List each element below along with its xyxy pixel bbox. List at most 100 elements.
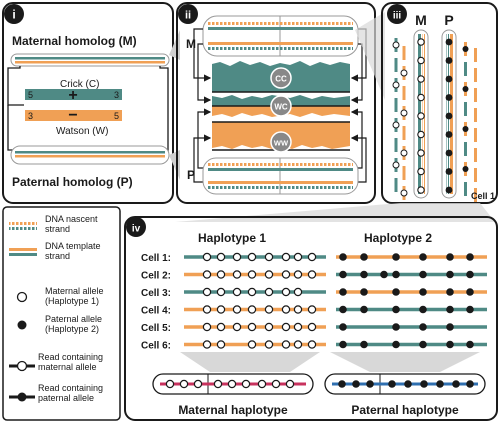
iv-paternal-allele xyxy=(360,253,368,261)
iv-paternal-allele xyxy=(446,270,454,279)
iv-paternal-allele xyxy=(466,270,474,279)
panel-i-badge xyxy=(4,4,24,24)
iii-maternal-allele xyxy=(417,149,425,157)
iii-read-right xyxy=(464,182,467,196)
iv-paternal-allele xyxy=(392,323,400,331)
watson-label: Watson (W) xyxy=(56,126,108,137)
iii-read-right-b xyxy=(474,168,477,182)
iv-paternal-allele xyxy=(392,340,400,349)
iii-paternal-allele xyxy=(445,112,453,120)
paternal-haplotype-allele xyxy=(420,380,428,388)
ii-chromosome-bottom xyxy=(202,157,359,195)
maternal-haplotype-allele xyxy=(227,379,237,389)
iii-read-left xyxy=(394,98,398,112)
legend-maternal-icon xyxy=(16,291,28,303)
iv-maternal-allele xyxy=(216,322,226,332)
iv-paternal-allele xyxy=(419,253,427,261)
bracket-right xyxy=(159,66,169,156)
iv-maternal-allele xyxy=(281,252,291,262)
ii-chromosome-top xyxy=(202,15,359,57)
paternal-haplotype-label: Paternal haplotype xyxy=(351,403,459,417)
arrow-m-wc-right xyxy=(350,43,363,104)
arrow-p-wc xyxy=(197,108,212,169)
arrow-p-wc-right xyxy=(350,108,363,169)
crick-label: Crick (C) xyxy=(60,79,99,90)
iv-maternal-allele xyxy=(232,270,242,279)
iii-m-label: M xyxy=(415,12,427,28)
panel-i-border xyxy=(2,2,174,204)
iv-maternal-allele xyxy=(307,322,317,332)
iii-read-right-b xyxy=(474,108,477,122)
legend-read-p-2: paternal allele xyxy=(38,393,94,403)
iv-paternal-allele xyxy=(339,288,347,296)
panel-ii-badge xyxy=(178,4,198,24)
crick-3prime: 3 xyxy=(114,90,119,100)
legend-read-m-1: Read containing xyxy=(38,352,103,362)
iv-paternal-allele xyxy=(339,253,347,261)
iii-read-right-b xyxy=(474,48,477,62)
paternal-haplotype-chromosome xyxy=(324,373,486,395)
arrow-p-ww-right xyxy=(350,134,367,183)
iii-reads-right xyxy=(462,42,477,202)
iii-m-alleles xyxy=(417,38,425,194)
iii-maternal-allele xyxy=(417,56,425,65)
ii-p-label: P xyxy=(187,168,195,182)
iii-p-alleles xyxy=(445,38,453,194)
iv-paternal-allele xyxy=(392,288,400,296)
watson-sign: − xyxy=(68,107,77,124)
iii-read-left xyxy=(402,166,406,180)
iv-maternal-allele xyxy=(264,305,274,314)
iii-read-right-b xyxy=(474,148,477,162)
iv-maternal-allele xyxy=(281,340,291,349)
maternal-chromosome xyxy=(10,53,170,67)
legend-read-p-icon xyxy=(17,392,27,402)
badge-wc-label: WC xyxy=(274,103,288,112)
iii-maternal-allele xyxy=(417,93,425,102)
legend-template-swatch-a xyxy=(9,248,37,251)
iv-maternal-allele xyxy=(202,340,212,349)
iv-paternal-allele xyxy=(380,270,388,279)
legend-border xyxy=(2,206,121,421)
badge-ww xyxy=(270,131,292,153)
iv-paternal-allele xyxy=(392,305,400,314)
iii-reads-left xyxy=(392,38,408,200)
iv-maternal-allele xyxy=(216,252,226,262)
badge-cc-label: CC xyxy=(275,75,287,84)
iv-maternal-allele xyxy=(247,270,257,279)
iii-read-left xyxy=(402,126,406,140)
iii-read-right-allele xyxy=(462,86,469,92)
iv-maternal-allele xyxy=(293,305,303,314)
iii-paternal-allele xyxy=(445,149,453,157)
iv-maternal-allele xyxy=(307,305,317,314)
legend-nascent-2: strand xyxy=(45,224,70,234)
maternal-haplotype-allele xyxy=(193,379,203,389)
panel-iv-badge xyxy=(126,217,146,237)
iv-paternal-allele xyxy=(360,270,368,279)
iv-paternal-allele xyxy=(419,323,427,331)
iv-paternal-allele xyxy=(360,340,368,349)
iv-maternal-allele xyxy=(232,287,242,297)
crick-5prime: 5 xyxy=(28,90,33,100)
iv-maternal-allele xyxy=(202,252,212,262)
legend-template-2: strand xyxy=(45,251,70,261)
bracket-left-lower xyxy=(7,105,20,151)
panel-iv-label: iv xyxy=(132,224,141,235)
iii-read-left-allele xyxy=(400,189,408,197)
iii-paternal-allele xyxy=(445,186,453,194)
iv-maternal-allele xyxy=(247,287,257,297)
iv-paternal-allele xyxy=(446,340,454,349)
paternal-homolog-title: Paternal homolog (P) xyxy=(12,175,133,189)
arrow-m-wc xyxy=(197,43,212,104)
iv-maternal-allele xyxy=(216,305,226,314)
iv-maternal-allele xyxy=(307,252,317,262)
iii-read-left-allele xyxy=(392,161,400,169)
iv-maternal-allele xyxy=(264,322,274,332)
maternal-haplotype-allele xyxy=(179,379,189,389)
maternal-haplotype-chromosome xyxy=(152,373,314,395)
iv-maternal-allele xyxy=(232,322,242,332)
paternal-haplotype-allele xyxy=(404,380,412,388)
iv-maternal-allele xyxy=(264,340,274,349)
iv-paternal-allele xyxy=(392,253,400,261)
maternal-haplotype-allele xyxy=(285,379,295,389)
